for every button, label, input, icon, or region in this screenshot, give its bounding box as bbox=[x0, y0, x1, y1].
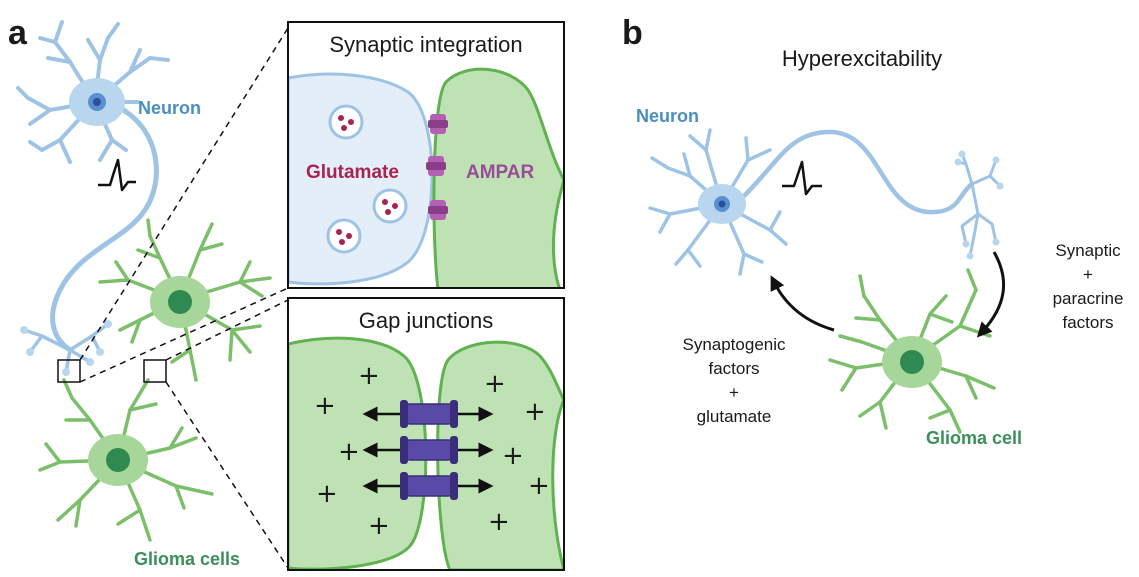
synaptic-integration-title: Synaptic integration bbox=[329, 32, 522, 57]
synaptic-paracrine-factors-text: Synaptic + paracrine factors bbox=[1053, 241, 1124, 332]
plus-symbol: + bbox=[338, 437, 360, 467]
panel-a: a bbox=[8, 14, 565, 571]
action-potential-b bbox=[782, 160, 822, 196]
glioma-cell-b bbox=[828, 268, 996, 434]
gap-junction-channels bbox=[362, 400, 494, 500]
plus-symbol: + bbox=[484, 369, 506, 399]
neuron-a-terminal-boutons bbox=[20, 320, 112, 376]
factor-line: factors bbox=[1062, 313, 1113, 332]
panel-b: b Hyperexcitability bbox=[622, 14, 1123, 448]
plus-symbol: + bbox=[314, 391, 336, 421]
factor-line: factors bbox=[708, 359, 759, 378]
gap-junctions-title: Gap junctions bbox=[359, 308, 494, 333]
neuron-a-axon bbox=[50, 105, 159, 353]
factor-line: + bbox=[1083, 265, 1093, 284]
zoom-box-gap bbox=[143, 359, 167, 383]
neuron-a bbox=[16, 20, 170, 376]
panel-a-letter: a bbox=[8, 14, 28, 52]
factor-line: Synaptogenic bbox=[682, 335, 786, 354]
synaptic-integration-box: Synaptic integration Glutamate AMPAR bbox=[287, 21, 565, 289]
glutamate-label: Glutamate bbox=[306, 162, 399, 183]
postsynaptic-spine bbox=[432, 67, 563, 287]
plus-symbol: + bbox=[488, 507, 510, 537]
neuron-b-axon bbox=[741, 129, 975, 215]
zoom-box-synapse bbox=[57, 359, 81, 383]
glioma-cell-a-lower bbox=[38, 378, 214, 542]
plus-symbol: + bbox=[358, 361, 380, 391]
plus-symbol: + bbox=[524, 397, 546, 427]
neuron-b bbox=[648, 128, 1004, 276]
arrow-neuron-to-glioma bbox=[976, 251, 1006, 338]
plus-symbol: + bbox=[528, 471, 550, 501]
panel-b-title: Hyperexcitability bbox=[782, 46, 942, 71]
factor-line: + bbox=[729, 383, 739, 402]
factor-line: paracrine bbox=[1053, 289, 1124, 308]
plus-symbol: + bbox=[316, 479, 338, 509]
zoom-connector-lines bbox=[79, 27, 289, 569]
glioma-cell-a-upper bbox=[98, 218, 272, 382]
plus-symbol: + bbox=[502, 441, 524, 471]
ampar-label: AMPAR bbox=[466, 162, 535, 183]
action-potential-a bbox=[98, 158, 136, 192]
glioma-cell-b-label: Glioma cell bbox=[926, 428, 1022, 448]
panel-b-letter: b bbox=[622, 14, 643, 52]
factor-line: glutamate bbox=[697, 407, 772, 426]
charge-symbols: + + + + + + + + + + bbox=[314, 361, 550, 541]
glioma-cells-a-label: Glioma cells bbox=[134, 549, 240, 569]
arrow-glioma-to-neuron bbox=[770, 275, 835, 332]
neuron-b-label: Neuron bbox=[636, 106, 699, 126]
synaptogenic-factors-text: Synaptogenic factors + glutamate bbox=[682, 335, 786, 426]
neuron-a-nucleus bbox=[93, 98, 101, 106]
ampar-receptors bbox=[426, 114, 448, 220]
presynaptic-terminal bbox=[289, 72, 434, 286]
neuron-a-axon-terminals bbox=[22, 322, 110, 374]
gap-junctions-box: Gap junctions + + + + + + + + + + bbox=[287, 297, 565, 571]
glutamate-vesicles bbox=[326, 104, 408, 254]
plus-symbol: + bbox=[368, 511, 390, 541]
neuron-a-label: Neuron bbox=[138, 98, 201, 118]
factor-line: Synaptic bbox=[1055, 241, 1121, 260]
